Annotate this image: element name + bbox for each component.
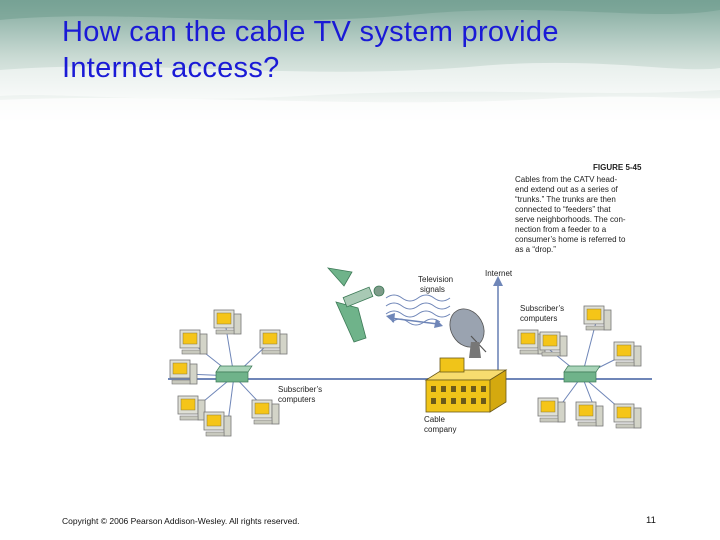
- computer-icon: [537, 397, 566, 423]
- computer-icon: [203, 411, 232, 437]
- computer-icon: [539, 331, 568, 357]
- computer-icon: [575, 401, 604, 427]
- page-number: 11: [646, 515, 656, 526]
- computer-icon: [251, 399, 280, 425]
- caption-line: consumer’s home is referred to: [515, 235, 626, 244]
- label-subscribers-left: Subscriber’s: [278, 385, 322, 394]
- caption-line: nection from a feeder to a: [515, 225, 607, 234]
- caption-line: connected to “feeders” that: [515, 205, 611, 214]
- header-banner: [0, 0, 720, 125]
- label-subscribers-right: Subscriber’s: [520, 304, 564, 313]
- receiver-dish-icon: [449, 308, 487, 358]
- title-line-1: How can the cable TV system provide: [62, 16, 559, 48]
- right-hub-icon: [563, 365, 601, 383]
- label-subscribers-left: computers: [278, 395, 315, 404]
- caption-line: “trunks.” The trunks are then: [515, 195, 616, 204]
- cable-company-building-icon: [424, 357, 508, 413]
- left-hub-icon: [215, 365, 253, 383]
- satellite-dish-icon: [326, 267, 385, 343]
- computer-icon: [177, 395, 206, 421]
- label-internet: Internet: [485, 269, 513, 278]
- signal-arrow: [389, 317, 439, 325]
- caption-line: as a “drop.”: [515, 245, 556, 254]
- figure-number: FIGURE 5-45: [593, 163, 642, 172]
- computer-icon: [213, 309, 242, 335]
- computer-icon: [179, 329, 208, 355]
- label-subscribers-right: computers: [520, 314, 557, 323]
- computer-icon: [613, 341, 642, 367]
- catv-network-figure: FIGURE 5-45 Cables from the CATV head- e…: [168, 160, 652, 447]
- title-line-2: Internet access?: [62, 52, 280, 84]
- caption-line: Cables from the CATV head-: [515, 175, 617, 184]
- label-cable-company: Cable: [424, 415, 445, 424]
- computer-icon: [613, 403, 642, 429]
- copyright-notice: Copyright © 2006 Pearson Addison-Wesley.…: [62, 516, 300, 526]
- caption-line: serve neighborhoods. The con-: [515, 215, 626, 224]
- label-cable-company: company: [424, 425, 456, 434]
- computer-icon: [259, 329, 288, 355]
- computer-icon: [169, 359, 198, 385]
- label-television-signals: Television: [418, 275, 453, 284]
- computer-icon: [583, 305, 612, 331]
- slide-title: How can the cable TV system provide Inte…: [62, 14, 682, 86]
- label-television-signals: signals: [420, 285, 445, 294]
- caption-line: end extend out as a series of: [515, 185, 619, 194]
